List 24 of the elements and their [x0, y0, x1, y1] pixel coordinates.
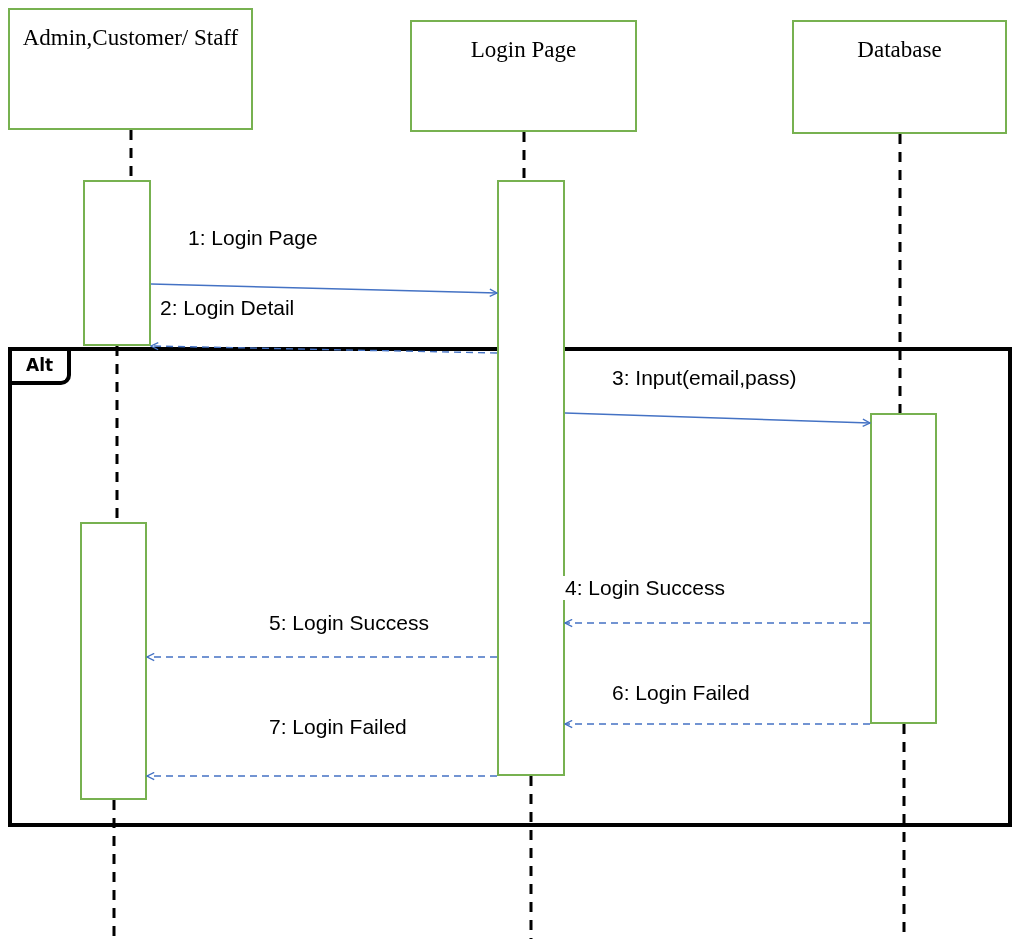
lifeline-header-box	[792, 20, 1007, 134]
return-message-arrow	[564, 618, 871, 628]
fragment-operator-tab: Alt	[12, 351, 72, 385]
message-arrow	[150, 283, 498, 298]
activation-bar	[80, 522, 147, 800]
lifeline-header-box	[410, 20, 637, 132]
lifeline	[522, 132, 526, 180]
return-message-arrow	[146, 652, 498, 662]
lifeline-name: Login Page	[470, 36, 577, 64]
lifeline-header-box	[8, 8, 253, 130]
return-message-arrow	[150, 341, 498, 354]
lifeline	[529, 776, 533, 939]
alt-fragment-frame	[8, 347, 1012, 827]
lifeline	[898, 134, 902, 413]
lifeline-name: Admin,Customer/ Staff	[22, 24, 239, 52]
return-message-arrow	[564, 719, 871, 729]
lifeline	[112, 800, 116, 939]
message-label: 4: Login Success	[563, 576, 727, 600]
activation-bar	[497, 180, 565, 776]
return-message-arrow	[146, 771, 498, 781]
activation-bar	[870, 413, 937, 724]
lifeline-name: Database	[857, 36, 942, 64]
message-arrow	[564, 412, 871, 428]
activation-bar	[83, 180, 151, 346]
